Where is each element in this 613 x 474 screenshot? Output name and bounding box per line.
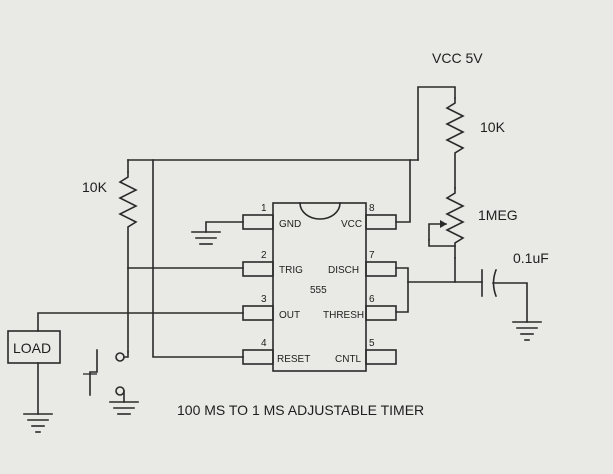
pin-3-number: 3 bbox=[261, 294, 267, 305]
pin-2-pad bbox=[242, 261, 274, 277]
pin-7-number: 7 bbox=[369, 250, 375, 261]
potentiometer-wiper-arrow bbox=[440, 220, 447, 228]
pin-4-pad bbox=[242, 349, 274, 365]
pin1-ground-wire bbox=[205, 221, 244, 233]
pin-6-pad bbox=[365, 305, 397, 321]
load-box bbox=[7, 330, 61, 364]
ground-icon-capacitor bbox=[512, 321, 542, 341]
load-label: LOAD bbox=[13, 340, 51, 356]
potentiometer-wiper bbox=[428, 223, 447, 241]
ground-icon-pin1 bbox=[191, 231, 221, 245]
capacitor-label: 0.1uF bbox=[513, 250, 549, 266]
diagram-title: 100 MS TO 1 MS ADJUSTABLE TIMER bbox=[177, 402, 424, 418]
pin-6-label: THRESH bbox=[323, 310, 364, 321]
pin-8-pad bbox=[365, 214, 397, 230]
ic-name: 555 bbox=[310, 285, 327, 296]
potentiometer-1meg bbox=[445, 187, 465, 259]
pin-5-label: CNTL bbox=[335, 354, 362, 365]
ground-icon-load bbox=[23, 413, 53, 433]
pin-1-number: 1 bbox=[261, 203, 267, 214]
switch-lead-top bbox=[123, 351, 129, 358]
potentiometer-wiper-lead bbox=[428, 239, 456, 247]
pin-1-label: GND bbox=[279, 219, 301, 230]
resistor-10k-top bbox=[445, 97, 465, 189]
resistor-10k-left bbox=[118, 171, 138, 353]
out-to-load-wire bbox=[37, 312, 244, 332]
switch-contact-bottom bbox=[115, 386, 125, 396]
ic-555-body bbox=[272, 202, 367, 372]
vcc-supply-label: VCC 5V bbox=[432, 50, 483, 66]
ic-notch bbox=[299, 202, 341, 220]
switch-contact-top bbox=[115, 352, 125, 362]
pin-1-pad bbox=[242, 214, 274, 230]
capacitor-to-ground-wire bbox=[492, 282, 528, 323]
pin-2-label: TRIG bbox=[279, 265, 303, 276]
pin-4-number: 4 bbox=[261, 338, 267, 349]
pin-5-pad bbox=[365, 349, 397, 365]
vcc-wire-top bbox=[417, 86, 456, 161]
pin-5-number: 5 bbox=[369, 338, 375, 349]
resistor-10k-left-label: 10K bbox=[82, 179, 108, 195]
potentiometer-label: 1MEG bbox=[478, 207, 518, 223]
pin-3-pad bbox=[242, 305, 274, 321]
pin-7-pad bbox=[365, 261, 397, 277]
pin-2-number: 2 bbox=[261, 250, 267, 261]
reset-wire bbox=[152, 159, 244, 358]
pin-4-label: RESET bbox=[277, 354, 310, 365]
pin8-to-vcc-wire bbox=[395, 159, 411, 223]
pin-3-label: OUT bbox=[279, 310, 300, 321]
pushbutton-actuator bbox=[89, 349, 98, 396]
pin-6-number: 6 bbox=[369, 294, 375, 305]
pin-8-number: 8 bbox=[369, 203, 375, 214]
pin7-wire bbox=[395, 267, 409, 313]
pin-7-label: DISCH bbox=[328, 265, 359, 276]
pin-8-label: VCC bbox=[341, 219, 362, 230]
ground-icon-switch bbox=[109, 401, 139, 415]
resistor-10k-top-label: 10K bbox=[480, 119, 506, 135]
